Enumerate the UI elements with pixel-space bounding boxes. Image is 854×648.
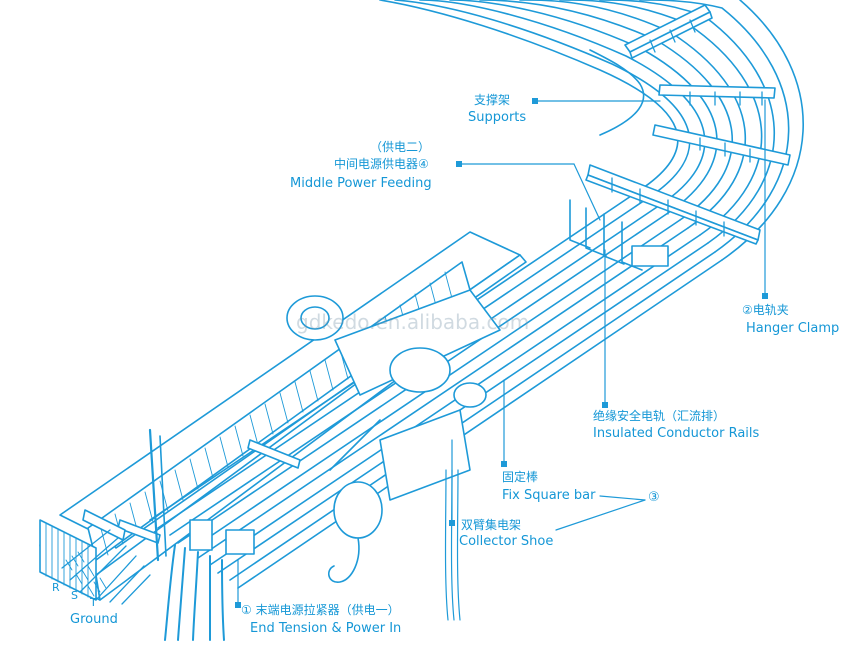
ground-label: Ground xyxy=(70,612,118,627)
fix-bar-label-en: Fix Square bar xyxy=(502,488,596,503)
middle-feed-label-zh1: （供电二） xyxy=(370,140,431,154)
collector-shoe-label-zh: 双臂集电架 xyxy=(461,518,522,532)
middle-feed-label-zh2: 中间电源供电器④ xyxy=(334,157,429,171)
conductor-rails-curve xyxy=(379,0,804,261)
terminal-s-label: S xyxy=(71,589,78,602)
rails-label-en: Insulated Conductor Rails xyxy=(593,426,760,441)
hoist xyxy=(286,289,501,621)
support-bars xyxy=(585,4,791,245)
power-cables xyxy=(164,544,225,641)
terminal-t-label: T xyxy=(90,596,97,609)
collector-shoe-label-en: Collector Shoe xyxy=(459,534,554,549)
watermark: gdkedo.en.alibaba.com xyxy=(296,310,530,334)
rst-terminals xyxy=(61,529,151,605)
middle-power-feeder xyxy=(569,199,669,271)
supports-label-en: Supports xyxy=(468,110,527,125)
leader-lines xyxy=(235,98,768,608)
end-tension-label-en: End Tension & Power In xyxy=(250,621,402,636)
supports-label-zh: 支撑架 xyxy=(474,93,511,107)
hanger-clamp-label-zh: ②电轨夹 xyxy=(742,303,789,317)
circle-three-label: ③ xyxy=(648,490,660,505)
rails-label-zh: 绝缘安全电轨（汇流排） xyxy=(593,409,726,423)
terminal-r-label: R xyxy=(52,581,60,594)
hanger-clamps xyxy=(611,19,763,237)
end-tension-label-zh: ① 末端电源拉紧器（供电一） xyxy=(241,603,400,617)
fix-bar-label-zh: 固定棒 xyxy=(502,470,539,484)
hanger-clamp-label-en: Hanger Clamp xyxy=(746,321,840,336)
collector-shoe xyxy=(82,428,301,562)
middle-feed-label-en: Middle Power Feeding xyxy=(290,176,432,191)
